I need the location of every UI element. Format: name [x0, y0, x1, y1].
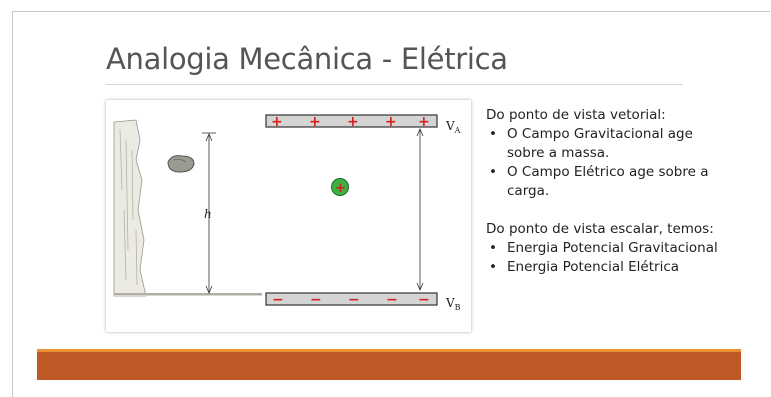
top-plate-sign: + [347, 114, 359, 130]
list-item-text: Energia Potencial Gravitacional [507, 240, 718, 256]
slide-text-content: Do ponto de vista vetorial: • O Campo Gr… [486, 106, 756, 277]
top-plate-sign: + [309, 114, 321, 130]
list-item: • Energia Potencial Elétrica [486, 258, 756, 277]
list-item-text: O Campo Gravitacional age [507, 126, 693, 142]
charge-sign: + [335, 181, 346, 196]
potential-vb-label: VB [445, 296, 461, 312]
top-plate-sign: + [271, 114, 283, 130]
bottom-plate-sign: − [310, 292, 322, 308]
top-plate-sign: + [418, 114, 430, 130]
bottom-plate [265, 292, 438, 306]
positive-charge: + [331, 178, 349, 196]
bottom-plate-sign: − [348, 292, 360, 308]
bullet-icon: • [489, 126, 497, 142]
list-item-text: Energia Potencial Elétrica [507, 259, 680, 275]
plate-separation-arrow [416, 127, 424, 292]
slide-frame-left-border [12, 11, 13, 397]
scalar-heading: Do ponto de vista escalar, temos: [486, 221, 714, 237]
slide-frame-top-border [12, 11, 770, 12]
bullet-icon: • [489, 164, 497, 180]
bottom-plate-sign: − [418, 292, 430, 308]
list-item: • Energia Potencial Gravitacional [486, 239, 756, 258]
title-underline [106, 84, 683, 85]
vector-heading: Do ponto de vista vetorial: [486, 107, 666, 123]
analogy-figure: h + + + + + VA − − − − − VB [106, 100, 471, 332]
list-item-text: sobre a massa. [507, 145, 610, 161]
height-label: h [204, 207, 212, 221]
cliff-illustration [113, 119, 262, 297]
list-item-text: O Campo Elétrico age sobre a [507, 164, 709, 180]
bottom-plate-sign: − [272, 292, 284, 308]
height-arrow [202, 132, 216, 295]
vector-bullet-list: • O Campo Gravitacional age sobre a mass… [486, 125, 756, 201]
scalar-bullet-list: • Energia Potencial Gravitacional • Ener… [486, 239, 756, 277]
list-item-text: carga. [507, 183, 550, 199]
list-item: • O Campo Elétrico age sobre a carga. [486, 163, 756, 201]
slide-title: Analogia Mecânica - Elétrica [106, 42, 508, 76]
rock-mass [167, 155, 195, 173]
footer-band [37, 349, 741, 380]
potential-va-label: VA [445, 119, 461, 135]
analogy-diagram: h + + + + + VA − − − − − VB [113, 114, 461, 312]
bullet-icon: • [489, 240, 497, 256]
top-plate-sign: + [385, 114, 397, 130]
top-plate [265, 114, 438, 128]
bottom-plate-sign: − [386, 292, 398, 308]
list-item: • O Campo Gravitacional age sobre a mass… [486, 125, 756, 163]
bullet-icon: • [489, 259, 497, 275]
